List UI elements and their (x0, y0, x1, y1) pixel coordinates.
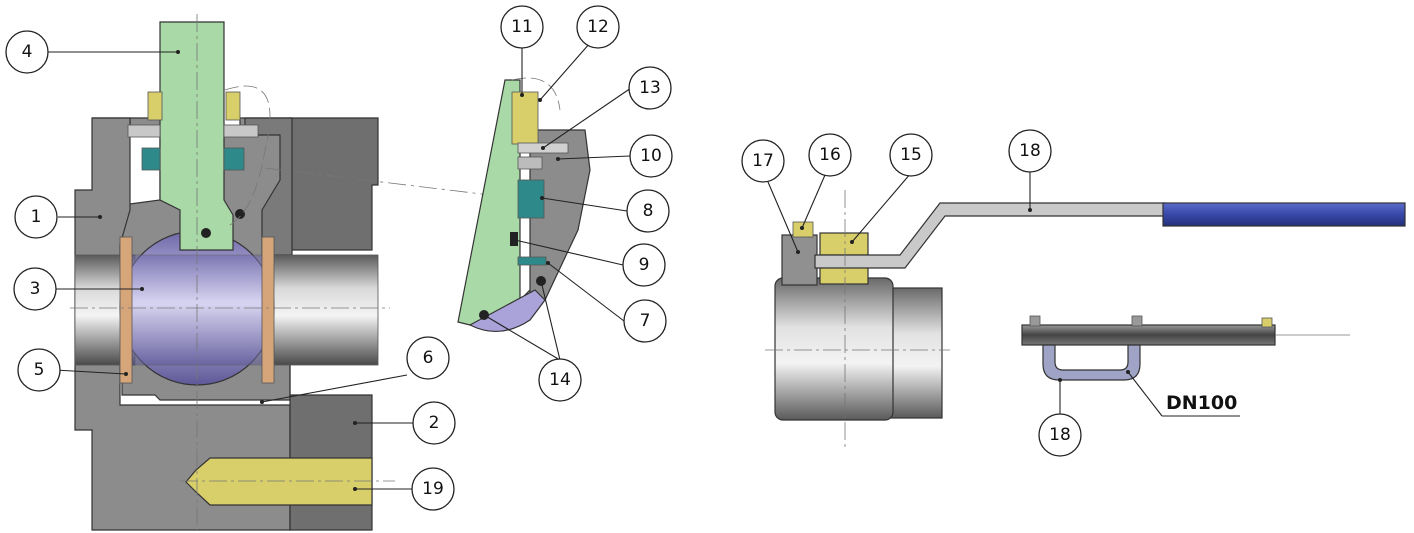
stem-detail-view (457, 77, 591, 333)
seat-left (119, 236, 133, 384)
detail-ring (517, 156, 543, 170)
callout-14: 14 (538, 358, 582, 402)
side-body (774, 277, 894, 421)
detail-packing (517, 179, 545, 219)
detail-ball (468, 289, 546, 333)
callout-label: 2 (429, 413, 440, 433)
bore-right (261, 254, 379, 366)
detail-nut (511, 91, 539, 145)
callout-9: 9 (622, 243, 666, 287)
callout-7: 7 (623, 299, 667, 343)
callout-18-top: 18 (1038, 413, 1082, 457)
callout-6: 6 (406, 336, 450, 380)
callout-8: 8 (626, 189, 670, 233)
callout-12: 12 (576, 5, 620, 49)
callout-13: 13 (628, 66, 672, 110)
callout-5: 5 (17, 348, 61, 392)
callout-16: 16 (808, 133, 852, 177)
detail-seal (517, 256, 547, 266)
stem (159, 21, 234, 251)
top-lug-left (1029, 315, 1041, 327)
callout-label: 15 (900, 145, 922, 165)
side-nut-15 (819, 232, 869, 256)
leader-lines (45, 42, 1240, 491)
top-rod (1021, 324, 1276, 346)
callout-label: 1 (31, 207, 42, 227)
callout-17: 17 (741, 139, 785, 183)
callout-label: 8 (643, 201, 654, 221)
oring-body (235, 209, 245, 219)
gland-right (223, 124, 259, 138)
callout-label: 18 (1019, 141, 1041, 161)
callout-11: 11 (500, 5, 544, 49)
nut-right (225, 91, 241, 121)
ball-bore (124, 254, 271, 366)
valve-side-view (765, 190, 1406, 450)
packing-left (141, 147, 161, 171)
handle-top-view (1021, 315, 1350, 381)
seat-right (261, 236, 275, 384)
size-label: DN100 (1166, 392, 1237, 414)
callout-label: 17 (752, 151, 774, 171)
callout-label: 3 (30, 279, 41, 299)
valve-section-view (70, 14, 491, 531)
callout-1: 1 (14, 195, 58, 239)
callout-label: 5 (34, 360, 45, 380)
side-handle-grip (1162, 202, 1406, 227)
callout-label: 6 (423, 348, 434, 368)
top-u-handle (1042, 344, 1141, 381)
callout-2: 2 (412, 401, 456, 445)
callout-label: 12 (587, 17, 609, 37)
top-lug-right (1131, 315, 1143, 327)
callout-label: 18 (1049, 425, 1071, 445)
callout-label: 11 (511, 17, 533, 37)
callout-18-side: 18 (1008, 129, 1052, 173)
gland-left (127, 124, 161, 138)
callout-4: 4 (5, 30, 49, 74)
screw-19 (185, 457, 373, 506)
side-stem-block (781, 234, 818, 286)
callout-label: 19 (422, 479, 444, 499)
callout-label: 4 (22, 42, 33, 62)
callout-3: 3 (13, 267, 57, 311)
callout-label: 14 (549, 370, 571, 390)
callout-10: 10 (629, 134, 673, 178)
callout-15: 15 (889, 133, 933, 177)
nut-left (147, 91, 163, 121)
callout-label: 16 (819, 145, 841, 165)
callout-label: 10 (640, 146, 662, 166)
callout-label: 9 (639, 255, 650, 275)
side-pipe-end (889, 287, 943, 419)
top-cap-right (1261, 317, 1273, 328)
callout-label: 13 (639, 78, 661, 98)
callout-19: 19 (411, 467, 455, 511)
packing-right (223, 147, 245, 171)
callout-label: 7 (640, 311, 651, 331)
oring-stem (201, 228, 211, 238)
